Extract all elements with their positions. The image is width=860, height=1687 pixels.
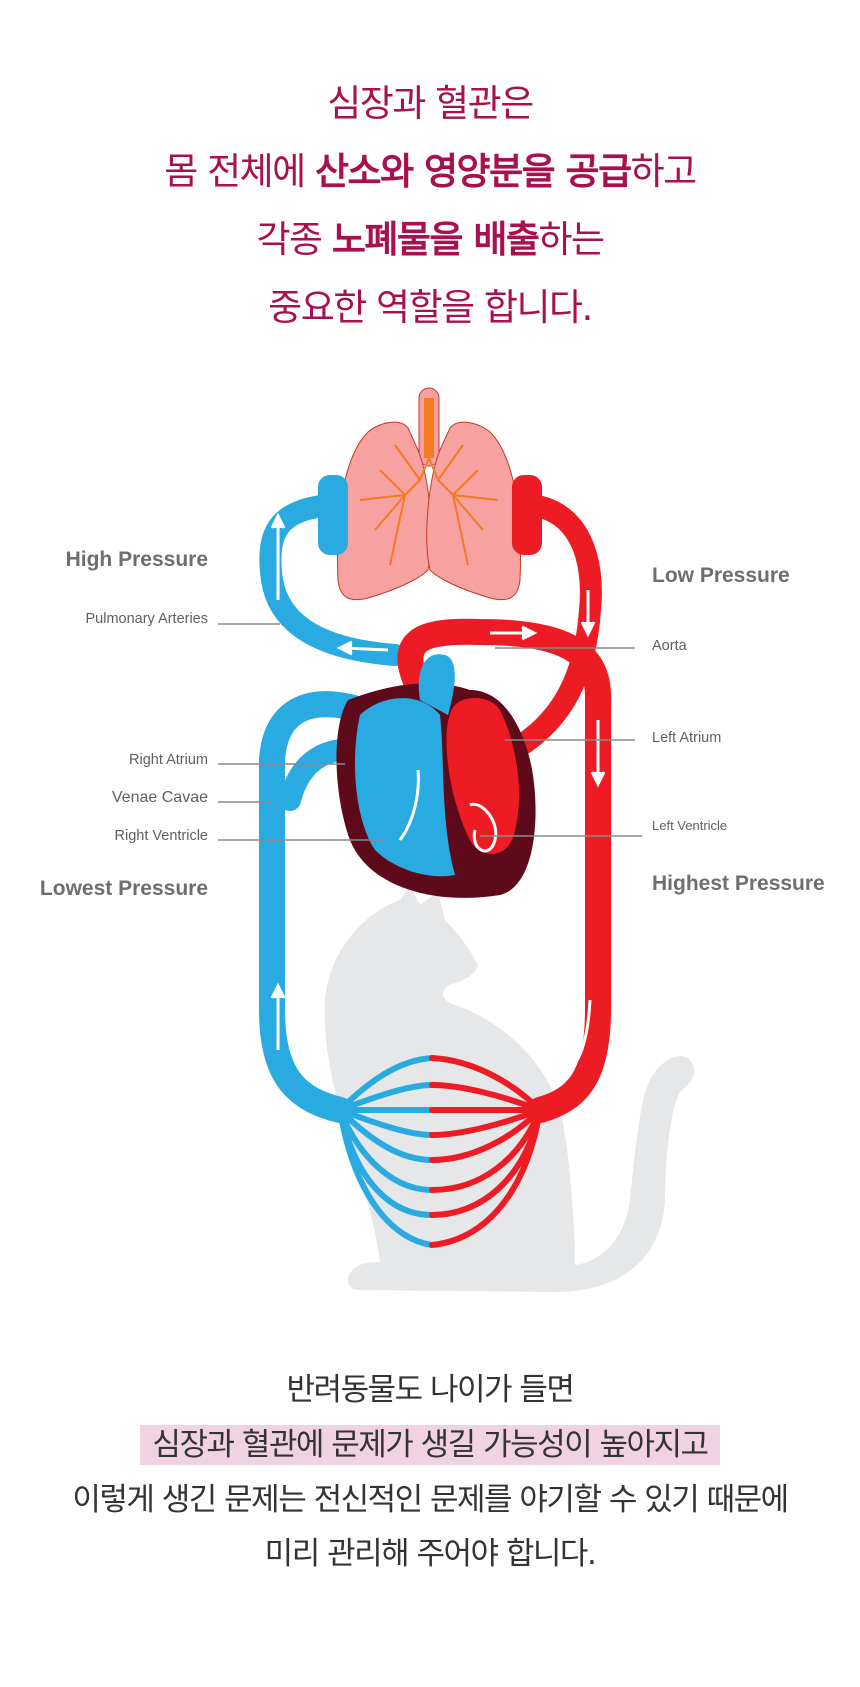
- bronchi: [359, 444, 499, 566]
- aorta: [397, 618, 612, 1123]
- body-line-2: 심장과 혈관에 문제가 생길 가능성이 높아지고: [0, 1425, 860, 1465]
- right-ventricle: [355, 698, 455, 877]
- right-ventricle-label: Right Ventricle: [114, 828, 209, 844]
- flow-arrows: [270, 512, 606, 1072]
- body-line-4: 미리 관리해 주어야 합니다.: [0, 1534, 860, 1574]
- high-pressure-label: High Pressure: [65, 548, 208, 571]
- leader-lines: [218, 623, 642, 841]
- body-line-1: 반려동물도 나이가 들면: [0, 1370, 860, 1410]
- pulmonary-veins: [484, 475, 602, 771]
- body-text: 미리 관리해 주어야 합니다.: [264, 1536, 597, 1572]
- capillary-bed: [337, 1055, 543, 1248]
- headline-line-4: 중요한 역할을 합니다.: [0, 286, 860, 330]
- arrow-icon: [398, 769, 420, 841]
- lowest-pressure-label: Lowest Pressure: [39, 877, 208, 900]
- headline-emphasis: 노폐물을 배출: [331, 218, 540, 261]
- headline-text: 몸 전체에: [164, 150, 315, 193]
- left-ventricle: [446, 698, 520, 854]
- pulmonary-arteries-label: Pulmonary Arteries: [85, 611, 209, 627]
- body-text: 이렇게 생긴 문제는 전신적인 문제를 야기할 수 있기 때문에: [72, 1482, 789, 1518]
- highest-pressure-label: Highest Pressure: [652, 872, 825, 895]
- left-atrium-label: Left Atrium: [652, 730, 722, 746]
- headline-text: 중요한 역할을 합니다.: [268, 286, 593, 329]
- right-atrium-label: Right Atrium: [129, 752, 208, 768]
- headline-line-3: 각종 노폐물을 배출하는: [0, 218, 860, 262]
- circulation-diagram: [218, 387, 695, 1292]
- arrow-icon: [469, 802, 498, 853]
- left-ventricle-label: Left Ventricle: [652, 818, 728, 833]
- highlighted-text: 심장과 혈관에 문제가 생길 가능성이 높아지고: [140, 1425, 720, 1465]
- venous-capillaries: [337, 1055, 435, 1248]
- headline-emphasis: 산소와 영양분을 공급: [314, 150, 632, 193]
- pulmonary-trunk: [418, 654, 455, 715]
- headline-line-2: 몸 전체에 산소와 영양분을 공급하고: [0, 150, 860, 194]
- low-pressure-label: Low Pressure: [652, 564, 790, 587]
- headline-text: 하는: [538, 218, 605, 261]
- headline-text: 하고: [630, 150, 698, 193]
- arrow-icon: [568, 999, 592, 1072]
- headline-line-1: 심장과 혈관은: [0, 82, 860, 126]
- venae-cavae-label: Venae Cavae: [111, 789, 208, 806]
- left-lung: [337, 421, 432, 601]
- right-lung: [426, 421, 521, 601]
- aorta-label: Aorta: [652, 638, 687, 654]
- headline-text: 심장과 혈관은: [327, 82, 534, 125]
- body-line-3: 이렇게 생긴 문제는 전신적인 문제를 야기할 수 있기 때문에: [0, 1480, 860, 1520]
- lungs: [337, 387, 521, 601]
- arterial-capillaries: [429, 1055, 543, 1248]
- arrow-icon: [344, 646, 389, 652]
- heart: [336, 654, 536, 898]
- body-text: 반려동물도 나이가 들면: [286, 1372, 575, 1408]
- headline-text: 각종: [256, 218, 332, 261]
